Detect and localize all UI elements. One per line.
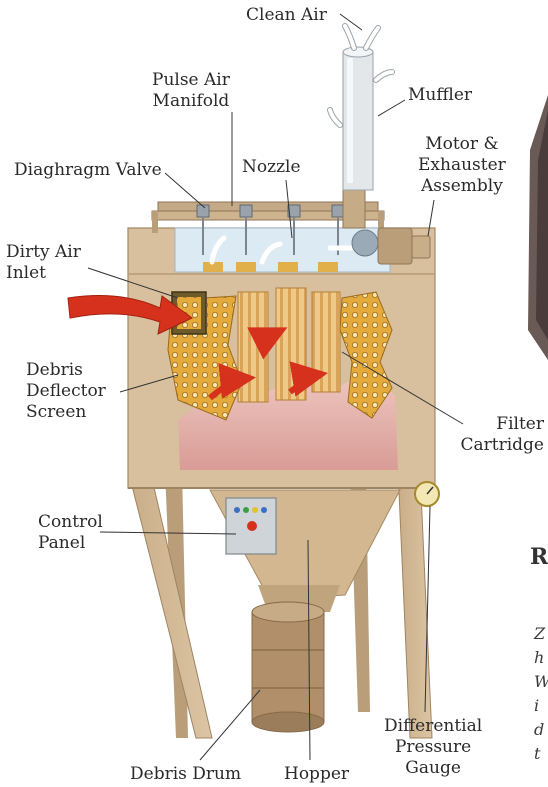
label-nozzle: Nozzle	[242, 157, 301, 178]
cropped-text-fragment-4: i	[534, 694, 539, 718]
differential-pressure-gauge	[415, 482, 439, 506]
label-motor-exhauster-assembly: Motor & Exhauster Assembly	[418, 134, 506, 197]
label-muffler: Muffler	[408, 85, 472, 106]
background-photo-fragment	[528, 95, 548, 360]
label-differential-pressure-gauge: Differential Pressure Gauge	[384, 716, 482, 779]
cropped-heading-fragment: R	[530, 544, 548, 570]
label-hopper: Hopper	[284, 764, 349, 785]
label-dirty-air-inlet: Dirty Air Inlet	[6, 242, 81, 284]
motor-exhauster-assembly	[343, 188, 430, 264]
label-debris-drum: Debris Drum	[130, 764, 241, 785]
label-diaghragm-valve: Diaghragm Valve	[14, 160, 162, 181]
cropped-text-fragment-6: t	[534, 742, 540, 766]
cropped-text-fragment-1: Z	[534, 622, 545, 646]
muffler	[343, 47, 373, 190]
debris-drum	[252, 602, 324, 732]
label-pulse-air-manifold: Pulse Air Manifold	[152, 70, 230, 112]
cropped-text-fragment-5: d	[534, 718, 544, 742]
label-clean-air: Clean Air	[246, 5, 327, 26]
filter-cartridges	[238, 288, 340, 402]
label-filter-cartridge: Filter Cartridge	[456, 414, 544, 456]
control-panel	[226, 498, 276, 554]
cropped-text-fragment-3: W	[534, 670, 548, 694]
cropped-text-fragment-2: h	[534, 646, 544, 670]
label-control-panel: Control Panel	[38, 512, 103, 554]
label-debris-deflector-screen: Debris Deflector Screen	[26, 360, 106, 423]
